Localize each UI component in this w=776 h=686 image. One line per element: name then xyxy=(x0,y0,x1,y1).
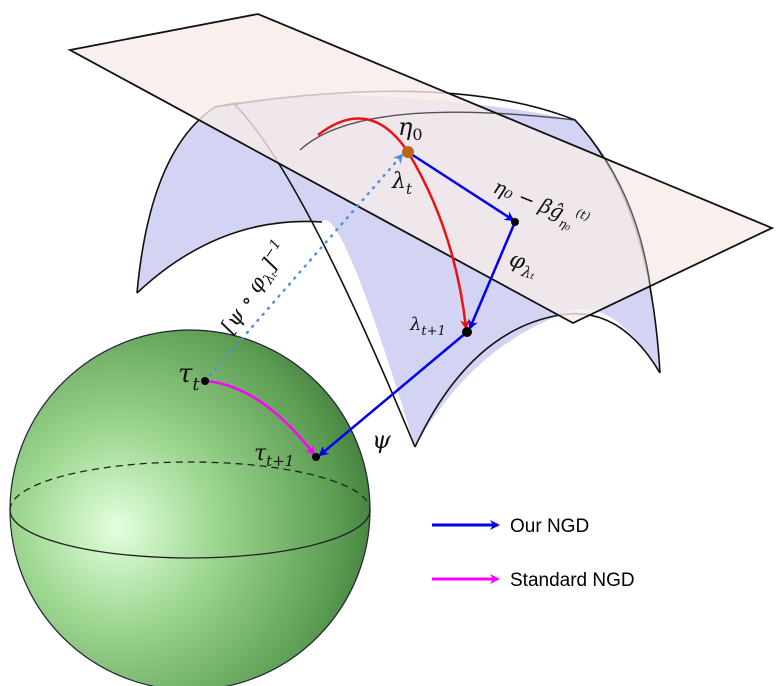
label-inverse-map: [ψ ∘ φλₜ]−1 xyxy=(214,236,296,340)
psi-map-arrow xyxy=(318,331,468,457)
label-tau-t: τt xyxy=(178,359,200,395)
standard-ngd-arrow xyxy=(204,379,316,456)
eta0-point xyxy=(402,146,414,158)
sphere-manifold xyxy=(9,329,371,686)
curve-lambda-t xyxy=(317,117,471,330)
phi-map-arrow xyxy=(468,221,517,330)
label-lambda-t1: λt+1 xyxy=(409,314,446,339)
legend-item-our-ngd: Our NGD xyxy=(432,516,589,537)
legend-label: Standard NGD xyxy=(510,570,635,591)
legend-item-standard-ngd: Standard NGD xyxy=(432,570,635,591)
tau-t1-point xyxy=(312,453,320,461)
label-tau-t1: τt+1 xyxy=(254,441,294,470)
tau-t-point xyxy=(201,377,209,385)
legend: Our NGD Standard NGD xyxy=(432,516,635,591)
label-lambda-t: λt xyxy=(391,169,413,198)
step-point xyxy=(511,218,519,226)
tangent-plane xyxy=(67,13,775,325)
legend-label: Our NGD xyxy=(510,516,589,537)
label-psi: ψ xyxy=(372,426,392,454)
inverse-map-arrow xyxy=(203,153,404,383)
label-eta0: η0 xyxy=(398,113,423,144)
gradient-step-arrow xyxy=(407,150,515,222)
lambda-t1-point xyxy=(462,327,472,337)
label-phi: φλₜ xyxy=(505,247,541,284)
